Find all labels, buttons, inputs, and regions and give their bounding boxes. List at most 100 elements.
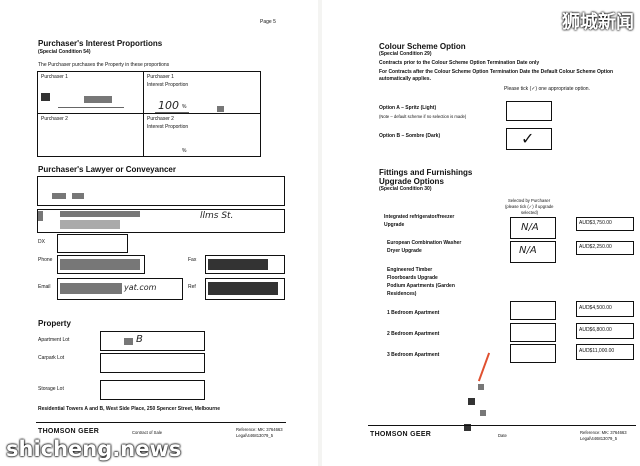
tick-note: Please tick (✓) one appropriate option. — [504, 86, 590, 92]
dx-field — [57, 234, 128, 253]
footer-logo-right: THOMSON GEER — [370, 431, 432, 438]
redacted-block — [124, 338, 133, 345]
footer-center: Contract of Sale — [132, 430, 163, 435]
colour-line-3: automatically applies. — [379, 76, 431, 82]
property-title: Property — [38, 319, 71, 328]
bed-2-price: AUD$6,800.00 — [579, 327, 612, 333]
right-page: Colour Scheme Option (Special Condition … — [322, 0, 640, 466]
page-number: Page 5 — [260, 19, 276, 25]
sign-line — [58, 107, 124, 108]
fridge-price: AUD$3,750.00 — [579, 220, 612, 226]
footer-ref-2: Legal\446813079_5 — [236, 433, 274, 438]
redacted-block — [60, 211, 140, 217]
bed-3-price-box — [576, 344, 634, 360]
option-b-checkbox — [506, 128, 552, 150]
interest-proportion-2-label: Interest Proportion — [147, 124, 189, 130]
footer-date-label: Date — [498, 433, 507, 438]
redacted-block — [208, 282, 278, 295]
interest-table — [37, 71, 261, 157]
fittings-title-1: Fittings and Furnishings — [379, 168, 473, 177]
redacted-block — [72, 193, 84, 199]
timber-label-1: Engineered Timber — [387, 267, 433, 273]
bed-3-label: 3 Bedroom Apartment — [387, 352, 440, 358]
washer-mark: N/A — [519, 245, 537, 256]
redacted-block — [208, 259, 268, 270]
option-a-label: Option A – Spritz (Light) — [379, 105, 437, 111]
apartment-lot-label: Apartment Lot — [38, 337, 70, 343]
bed-1-price-box — [576, 301, 634, 317]
selected-header-1: Selected by Purchaser — [508, 198, 551, 203]
fridge-mark: N/A — [521, 222, 539, 233]
footer-rule-right — [368, 425, 636, 426]
ref-label: Ref — [188, 284, 196, 290]
interest-proportion-1-value: 100 — [158, 99, 179, 112]
bed-3-select-box — [510, 344, 556, 363]
proportion-line — [155, 112, 189, 113]
washer-label-1: European Combination Washer — [387, 240, 462, 246]
purchaser-2-label: Purchaser 2 — [41, 116, 68, 122]
fridge-select-box — [510, 217, 556, 239]
redacted-block — [60, 220, 120, 229]
footer-ref-1-right: Reference: MK: 3764663 — [580, 430, 627, 435]
purchaser-1-label: Purchaser 1 — [41, 74, 68, 80]
bed-1-select-box — [510, 301, 556, 320]
washer-select-box — [510, 241, 556, 263]
washer-label-2: Dryer Upgrade — [387, 248, 422, 254]
fittings-subtitle: (Special Condition 30) — [379, 186, 432, 192]
footer-ref-1: Reference: MK: 3764663 — [236, 427, 283, 432]
lawyer-address-box — [37, 209, 285, 233]
purchaser-2-label-right: Purchaser 2 — [147, 116, 174, 122]
fridge-price-box — [576, 217, 634, 231]
percent-sign-1: % — [182, 104, 187, 110]
email-field — [57, 278, 183, 300]
storage-lot-label: Storage Lot — [38, 386, 64, 392]
selected-header-2: (please tick (✓) if upgrade — [505, 204, 554, 209]
redacted-block — [480, 410, 486, 416]
bed-2-select-box — [510, 323, 556, 342]
redacted-block — [60, 283, 122, 294]
dx-label: DX — [38, 239, 45, 245]
option-a-note: (Note – default scheme if no selection i… — [379, 114, 467, 119]
bed-3-price: AUD$11,000.00 — [579, 348, 615, 354]
redacted-block — [38, 211, 43, 221]
interest-divider-h — [37, 113, 261, 114]
property-address: Residential Towers A and B, West Side Pl… — [38, 406, 221, 412]
redacted-block — [84, 96, 112, 103]
timber-label-4: Residences) — [387, 291, 417, 297]
colour-title: Colour Scheme Option — [379, 42, 466, 51]
redacted-block — [464, 424, 471, 431]
redacted-block — [468, 398, 475, 405]
redacted-block — [217, 106, 224, 112]
redacted-block — [52, 193, 66, 199]
left-page: Page 5 Purchaser's Interest Proportions … — [0, 0, 318, 466]
storage-lot-field — [100, 380, 205, 400]
bed-2-price-box — [576, 323, 634, 339]
interest-subtitle: (Special Condition 54) — [38, 49, 91, 55]
pen-mark — [477, 352, 491, 382]
interest-proportion-1-label: Interest Proportion — [147, 82, 189, 88]
selected-header-3: selected) — [521, 210, 538, 215]
washer-price-box — [576, 241, 634, 255]
email-handwriting: yat.com — [124, 283, 157, 292]
colour-line-2: For Contracts after the Colour Scheme Op… — [379, 69, 614, 75]
footer-logo: THOMSON GEER — [38, 428, 100, 435]
redacted-block — [60, 259, 140, 270]
carpark-lot-field — [100, 353, 205, 373]
timber-label-2: Floorboards Upgrade — [387, 275, 438, 281]
bed-1-label: 1 Bedroom Apartment — [387, 310, 440, 316]
bed-1-price: AUD$4,500.00 — [579, 305, 612, 311]
address-handwriting: llms St. — [200, 211, 234, 221]
watermark-top: 狮城新闻 — [562, 12, 634, 33]
option-a-checkbox — [506, 101, 552, 121]
option-b-label: Option B – Sombre (Dark) — [379, 133, 441, 139]
phone-field — [57, 255, 145, 274]
footer-ref-2-right: Legal\446813079_5 — [580, 436, 618, 441]
colour-line-1: Contracts prior to the Colour Scheme Opt… — [379, 60, 540, 66]
apartment-lot-value: B — [136, 334, 143, 345]
purchaser-1-label-right: Purchaser 1 — [147, 74, 174, 80]
redacted-block — [41, 93, 50, 101]
colour-subtitle: (Special Condition 29) — [379, 51, 432, 57]
redacted-block — [478, 384, 484, 390]
bed-2-label: 2 Bedroom Apartment — [387, 331, 440, 337]
ref-field — [205, 278, 285, 300]
